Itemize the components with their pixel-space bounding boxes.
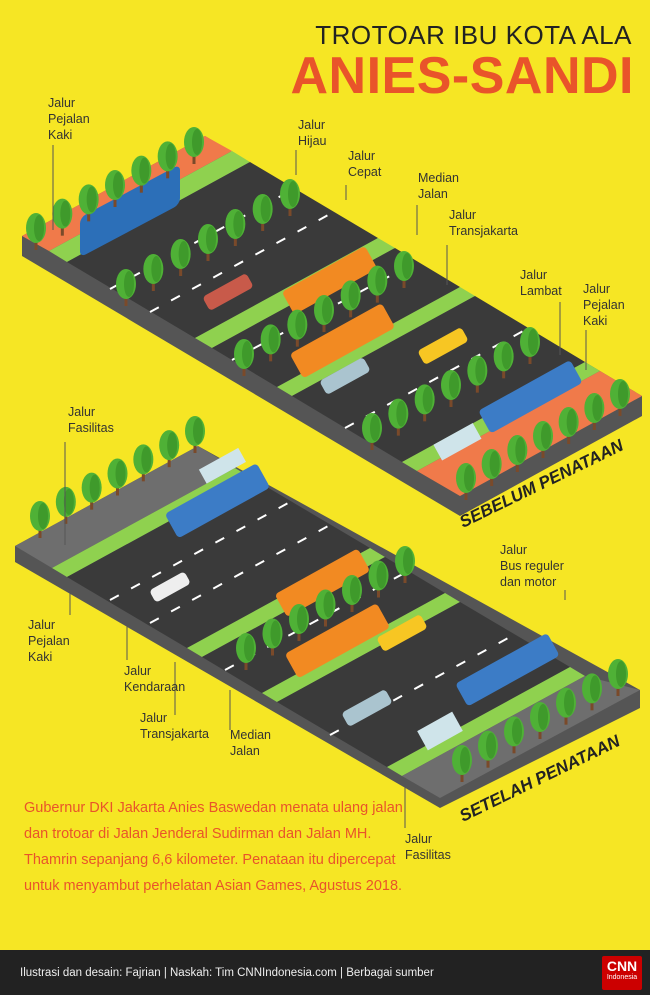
label-after-median: Median Jalan — [230, 728, 271, 758]
title-top: TROTOAR IBU KOTA ALA — [315, 20, 632, 50]
label-pedestrian: Jalur Pejalan Kaki — [28, 618, 70, 664]
label-pedestrian-right: Jalur Pejalan Kaki — [583, 282, 625, 328]
label-pedestrian-left: Jalur Pejalan Kaki — [48, 96, 90, 142]
logo-main: CNN — [606, 958, 638, 974]
description: Gubernur DKI Jakarta Anies Baswedan mena… — [24, 800, 403, 894]
logo-sub: Indonesia — [606, 974, 638, 981]
label-facility-right: Jalur Fasilitas — [405, 832, 451, 862]
label-slow: Jalur Lambat — [520, 268, 562, 298]
label-bus-motor: Jalur Bus reguler dan motor — [500, 543, 564, 589]
label-transjakarta: Jalur Transjakarta — [449, 208, 519, 238]
trees — [26, 127, 630, 782]
page-title: ANIES-SANDI — [290, 47, 634, 105]
label-facility-left: Jalur Fasilitas — [68, 405, 114, 435]
label-vehicle: Jalur Kendaraan — [124, 664, 186, 694]
cnn-logo: CNN Indonesia — [602, 956, 642, 990]
footer-credits: Ilustrasi dan desain: Fajrian | Naskah: … — [20, 967, 434, 979]
label-green: Jalur Hijau — [298, 118, 327, 148]
label-median: Median Jalan — [418, 171, 459, 201]
label-after-transjakarta: Jalur Transjakarta — [140, 711, 210, 741]
footer: Ilustrasi dan desain: Fajrian | Naskah: … — [0, 950, 650, 995]
bus — [80, 166, 180, 256]
after-diagram — [15, 446, 640, 808]
label-fast: Jalur Cepat — [348, 149, 382, 179]
before-diagram — [22, 136, 642, 516]
